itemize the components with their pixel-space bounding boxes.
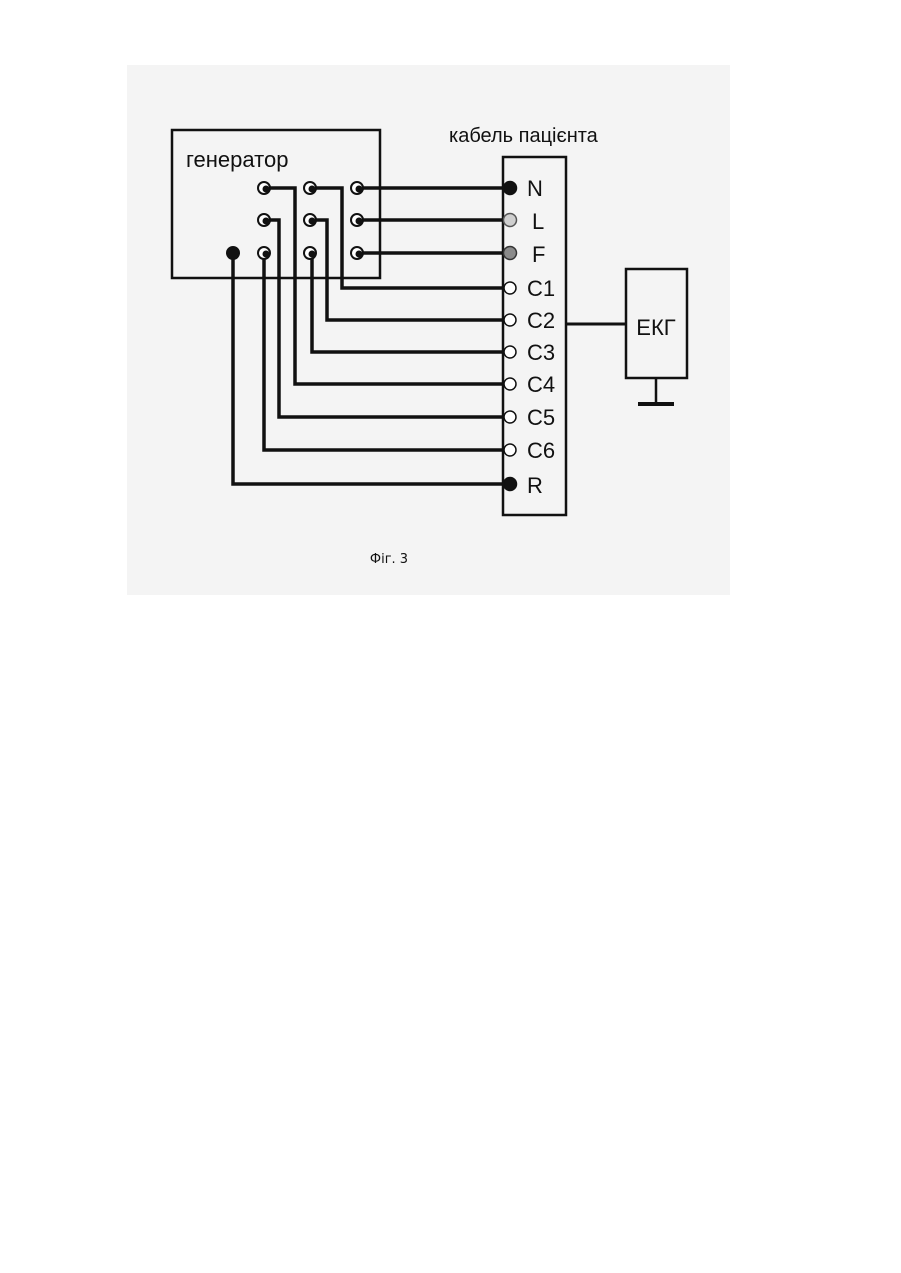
wire-c3 bbox=[310, 253, 510, 352]
terminal-label-c6: C6 bbox=[527, 438, 555, 463]
terminal-c6-icon bbox=[504, 444, 516, 456]
figure-caption: Фіг. 3 bbox=[370, 552, 408, 567]
terminal-label-c3: C3 bbox=[527, 340, 555, 365]
cable-terminals bbox=[504, 182, 517, 491]
terminal-label-n: N bbox=[527, 176, 543, 201]
connector-icon bbox=[304, 214, 316, 226]
terminal-label-c5: C5 bbox=[527, 405, 555, 430]
wire-c2 bbox=[310, 220, 510, 320]
terminal-label-c2: C2 bbox=[527, 308, 555, 333]
connector-icon bbox=[258, 182, 270, 194]
terminal-c4-icon bbox=[504, 378, 516, 390]
connector-icon bbox=[351, 214, 363, 226]
terminal-label-f: F bbox=[532, 242, 545, 267]
connector-icon bbox=[351, 182, 363, 194]
terminal-c1-icon bbox=[504, 282, 516, 294]
connector-icon bbox=[258, 247, 270, 259]
terminal-labels: N L F C1 C2 C3 C4 C5 C6 R bbox=[527, 176, 555, 498]
terminal-c5-icon bbox=[504, 411, 516, 423]
connector-icon bbox=[258, 214, 270, 226]
terminal-c2-icon bbox=[504, 314, 516, 326]
connector-icon bbox=[227, 247, 240, 260]
terminal-label-c1: C1 bbox=[527, 276, 555, 301]
terminal-r-icon bbox=[504, 478, 517, 491]
wire-c1 bbox=[310, 188, 510, 288]
terminal-c3-icon bbox=[504, 346, 516, 358]
connector-icon bbox=[304, 247, 316, 259]
terminal-label-c4: C4 bbox=[527, 372, 555, 397]
terminal-label-r: R bbox=[527, 473, 543, 498]
terminal-label-l: L bbox=[532, 209, 544, 234]
wires bbox=[233, 188, 510, 484]
connector-icon bbox=[304, 182, 316, 194]
wire-c4 bbox=[264, 188, 510, 384]
connector-icon bbox=[351, 247, 363, 259]
cable-label: кабель пацієнта bbox=[449, 125, 599, 147]
ecg-label: ЕКГ bbox=[636, 315, 675, 340]
terminal-f-icon bbox=[504, 247, 517, 260]
terminal-n-icon bbox=[504, 182, 517, 195]
generator-label: генератор bbox=[186, 147, 288, 172]
terminal-l-icon bbox=[504, 214, 517, 227]
